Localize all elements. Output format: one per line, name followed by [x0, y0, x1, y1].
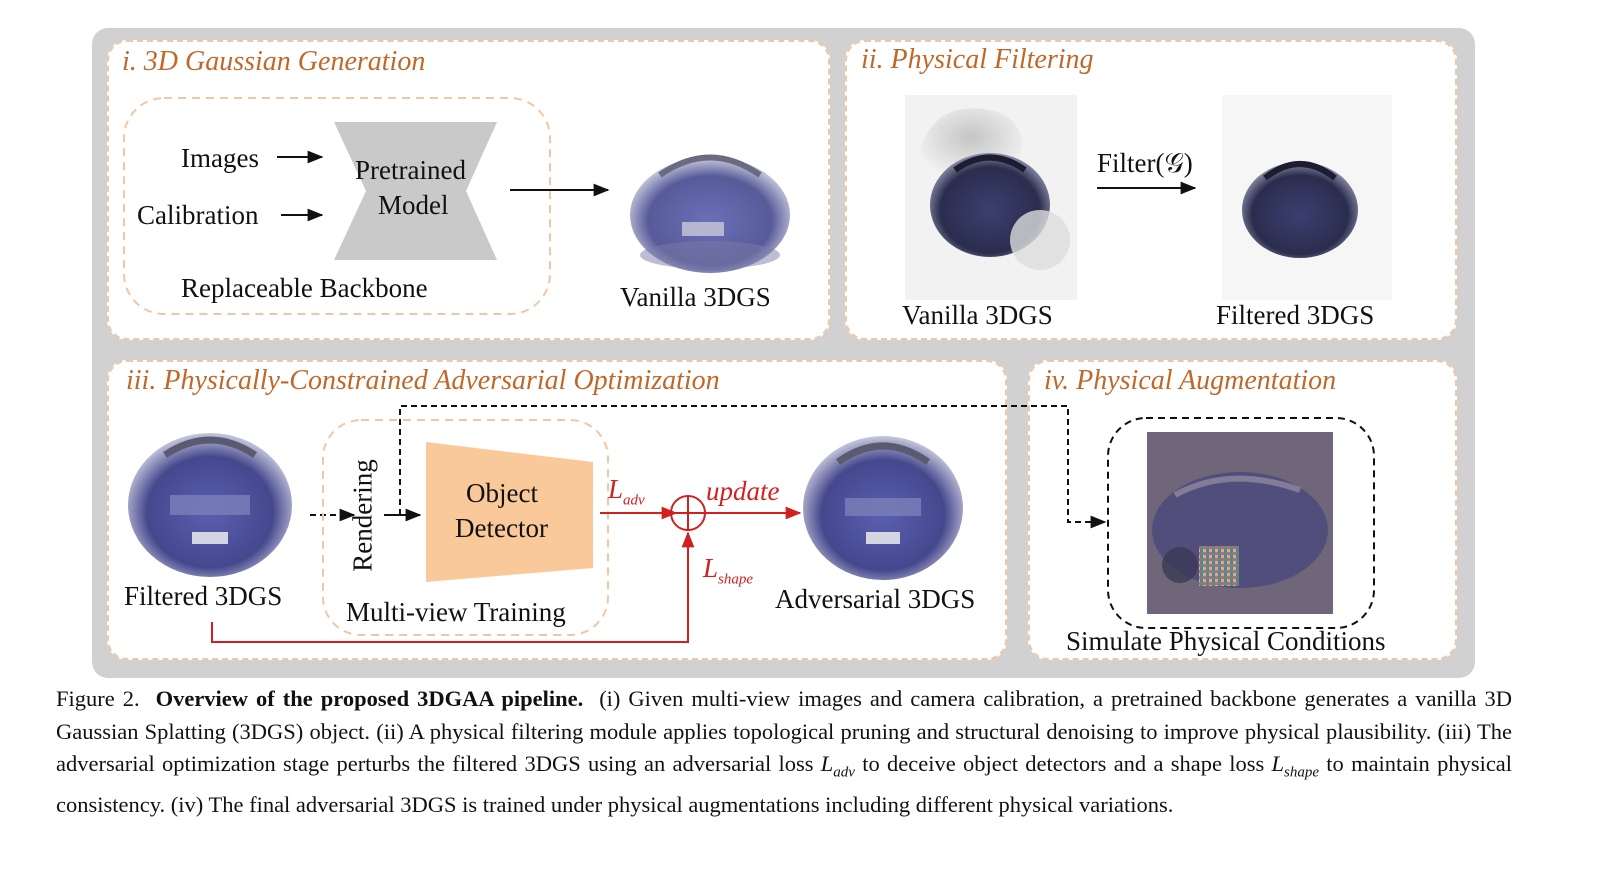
- pretrained-model-label-2: Model: [378, 190, 449, 220]
- panel-title-augmentation: iv. Physical Augmentation: [1044, 365, 1337, 396]
- multiview-training-label: Multi-view Training: [346, 597, 566, 627]
- panel-physical-augmentation: [1028, 360, 1457, 660]
- filtered-input-label: Filtered 3DGS: [124, 581, 283, 611]
- figure-caption: Figure 2. Overview of the proposed 3DGAA…: [56, 683, 1512, 822]
- adversarial-3dgs-label: Adversarial 3DGS: [775, 584, 976, 614]
- panel-physical-filtering: [845, 40, 1457, 340]
- caption-text-3: to maintain physical consistency. (iv) T…: [56, 751, 1513, 817]
- pretrained-model-label-1: Pretrained: [355, 155, 466, 185]
- replaceable-backbone-label: Replaceable Backbone: [181, 273, 428, 303]
- vanilla-3dgs-label: Vanilla 3DGS: [902, 300, 1053, 330]
- simulate-conditions-label: Simulate Physical Conditions: [1066, 626, 1386, 656]
- caption-text-2: to deceive object detectors and a shape …: [862, 751, 1265, 776]
- caption-text-1: (i) Given multi-view images and camera c…: [56, 686, 1512, 776]
- object-detector-label-1: Object: [466, 478, 538, 508]
- calibration-label: Calibration: [137, 200, 259, 230]
- filtered-3dgs-label: Filtered 3DGS: [1216, 300, 1375, 330]
- update-label: update: [706, 476, 780, 506]
- vanilla-3dgs-output-label: Vanilla 3DGS: [620, 282, 771, 312]
- rendering-label: Rendering: [347, 459, 378, 572]
- panel-title-filtering: ii. Physical Filtering: [861, 44, 1094, 75]
- caption-title: Overview of the proposed 3DGAA pipeline.: [155, 686, 584, 711]
- images-label: Images: [181, 143, 259, 173]
- figure-number: Figure 2.: [56, 686, 140, 711]
- panel-title-generation: i. 3D Gaussian Generation: [122, 46, 426, 77]
- caption-l-adv: Ladv: [820, 751, 855, 781]
- adv-loss-label: Ladv: [608, 474, 645, 509]
- caption-l-shape: Lshape: [1271, 751, 1320, 781]
- shape-loss-label: Lshape: [703, 553, 754, 588]
- panel-title-adversarial: iii. Physically-Constrained Adversarial …: [126, 365, 720, 396]
- object-detector-label-2: Detector: [455, 513, 548, 543]
- filter-label: Filter(𝒢): [1097, 148, 1193, 178]
